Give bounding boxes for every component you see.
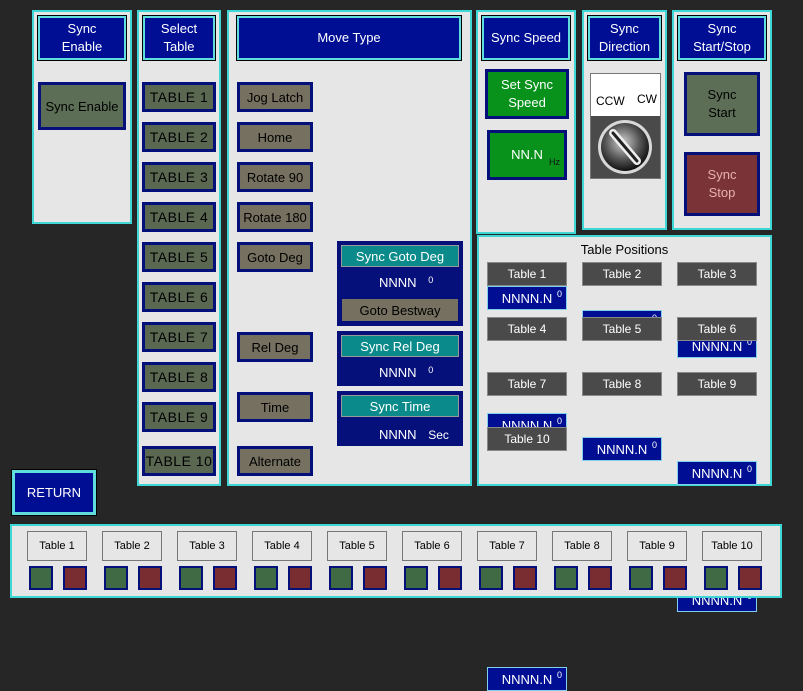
table-stop-indicator[interactable] <box>438 566 462 590</box>
sync-time-button[interactable]: Sync Time <box>341 395 459 417</box>
table-status-label: Table 1 <box>27 531 87 561</box>
table-stop-indicator[interactable] <box>363 566 387 590</box>
set-sync-speed-button[interactable]: Set Sync Speed <box>485 69 569 119</box>
table-position-label: Table 6 <box>677 317 757 341</box>
sync-goto-deg-button[interactable]: Sync Goto Deg <box>341 245 459 267</box>
sync-startstop-header: Sync Start/Stop <box>677 15 767 61</box>
table-stop-indicator[interactable] <box>588 566 612 590</box>
table-stop-indicator[interactable] <box>288 566 312 590</box>
select-table-6-button[interactable]: TABLE 6 <box>142 282 216 312</box>
table-stop-indicator[interactable] <box>213 566 237 590</box>
table-status-label: Table 8 <box>552 531 612 561</box>
time-button[interactable]: Time <box>237 392 313 422</box>
home-button[interactable]: Home <box>237 122 313 152</box>
jog-latch-button[interactable]: Jog Latch <box>237 82 313 112</box>
sync-speed-panel: Sync Speed Set Sync Speed NN.N Hz <box>476 10 576 234</box>
sync-rel-deg-group: Sync Rel Deg NNNN 0 <box>337 331 463 386</box>
select-table-3-button[interactable]: TABLE 3 <box>142 162 216 192</box>
selector-switch-icon <box>591 116 660 178</box>
table-start-indicator[interactable] <box>104 566 128 590</box>
sync-startstop-panel: Sync Start/Stop Sync Start Sync Stop <box>672 10 772 230</box>
sync-enable-header: Sync Enable <box>37 15 127 61</box>
table-position-label: Table 1 <box>487 262 567 286</box>
select-table-7-button[interactable]: TABLE 7 <box>142 322 216 352</box>
sync-speed-value[interactable]: NN.N Hz <box>487 130 567 180</box>
select-table-1-button[interactable]: TABLE 1 <box>142 82 216 112</box>
goto-bestway-button[interactable]: Goto Bestway <box>340 297 460 323</box>
select-table-10-button[interactable]: TABLE 10 <box>142 446 216 476</box>
rel-deg-button[interactable]: Rel Deg <box>237 332 313 362</box>
rotate-90-button[interactable]: Rotate 90 <box>237 162 313 192</box>
table-start-indicator[interactable] <box>479 566 503 590</box>
table-position-label: Table 2 <box>582 262 662 286</box>
table-stop-indicator[interactable] <box>63 566 87 590</box>
table-start-indicator[interactable] <box>629 566 653 590</box>
table-status-label: Table 2 <box>102 531 162 561</box>
select-table-2-button[interactable]: TABLE 2 <box>142 122 216 152</box>
move-type-header: Move Type <box>236 15 462 61</box>
select-table-5-button[interactable]: TABLE 5 <box>142 242 216 272</box>
table-status-label: Table 6 <box>402 531 462 561</box>
table-status-label: Table 9 <box>627 531 687 561</box>
table-position-label: Table 5 <box>582 317 662 341</box>
table-start-indicator[interactable] <box>254 566 278 590</box>
goto-deg-button[interactable]: Goto Deg <box>237 242 313 272</box>
table-stop-indicator[interactable] <box>513 566 537 590</box>
table-start-indicator[interactable] <box>404 566 428 590</box>
sync-rel-deg-button[interactable]: Sync Rel Deg <box>341 335 459 357</box>
table-start-indicator[interactable] <box>704 566 728 590</box>
select-table-8-button[interactable]: TABLE 8 <box>142 362 216 392</box>
table-stop-indicator[interactable] <box>138 566 162 590</box>
cw-label: CW <box>637 92 657 106</box>
table-status-label: Table 5 <box>327 531 387 561</box>
sync-time-value: NNNN Sec <box>379 427 449 442</box>
table-position-label: Table 4 <box>487 317 567 341</box>
table-start-indicator[interactable] <box>329 566 353 590</box>
select-table-4-button[interactable]: TABLE 4 <box>142 202 216 232</box>
return-button[interactable]: RETURN <box>11 469 97 516</box>
sync-enable-button[interactable]: Sync Enable <box>38 82 126 130</box>
table-start-indicator[interactable] <box>179 566 203 590</box>
table-start-indicator[interactable] <box>29 566 53 590</box>
sync-enable-panel: Sync Enable Sync Enable <box>32 10 132 224</box>
table-status-bar: Table 1 Table 2 Table 3 Table 4 Table 5 Table… <box>10 524 782 598</box>
table-position-label: Table 10 <box>487 427 567 451</box>
table-position-label: Table 9 <box>677 372 757 396</box>
sync-start-button[interactable]: Sync Start <box>684 72 760 136</box>
table-position-label: Table 7 <box>487 372 567 396</box>
sync-direction-panel: Sync Direction CCW CW <box>582 10 667 230</box>
sync-speed-header: Sync Speed <box>481 15 571 61</box>
direction-selector[interactable]: CCW CW <box>590 73 661 179</box>
table-stop-indicator[interactable] <box>738 566 762 590</box>
table-status-label: Table 7 <box>477 531 537 561</box>
sync-direction-header: Sync Direction <box>587 15 662 61</box>
sync-goto-deg-group: Sync Goto Deg NNNN 0 Goto Bestway <box>337 241 463 326</box>
select-table-9-button[interactable]: TABLE 9 <box>142 402 216 432</box>
table-status-label: Table 4 <box>252 531 312 561</box>
select-table-panel: Select Table TABLE 1 TABLE 2 TABLE 3 TABLE … <box>137 10 221 486</box>
sync-goto-deg-value: NNNN 0 <box>379 275 434 290</box>
table-start-indicator[interactable] <box>554 566 578 590</box>
alternate-button[interactable]: Alternate <box>237 446 313 476</box>
table-position-label: Table 8 <box>582 372 662 396</box>
table-position-label: Table 3 <box>677 262 757 286</box>
table-status-label: Table 3 <box>177 531 237 561</box>
table-status-label: Table 10 <box>702 531 762 561</box>
table-stop-indicator[interactable] <box>663 566 687 590</box>
sync-rel-deg-value: NNNN 0 <box>379 365 434 380</box>
sync-time-group: Sync Time NNNN Sec <box>337 391 463 446</box>
select-table-header: Select Table <box>142 15 216 61</box>
table-positions-title: Table Positions <box>580 242 669 257</box>
sync-stop-button[interactable]: Sync Stop <box>684 152 760 216</box>
ccw-label: CCW <box>596 94 625 108</box>
rotate-180-button[interactable]: Rotate 180 <box>237 202 313 232</box>
